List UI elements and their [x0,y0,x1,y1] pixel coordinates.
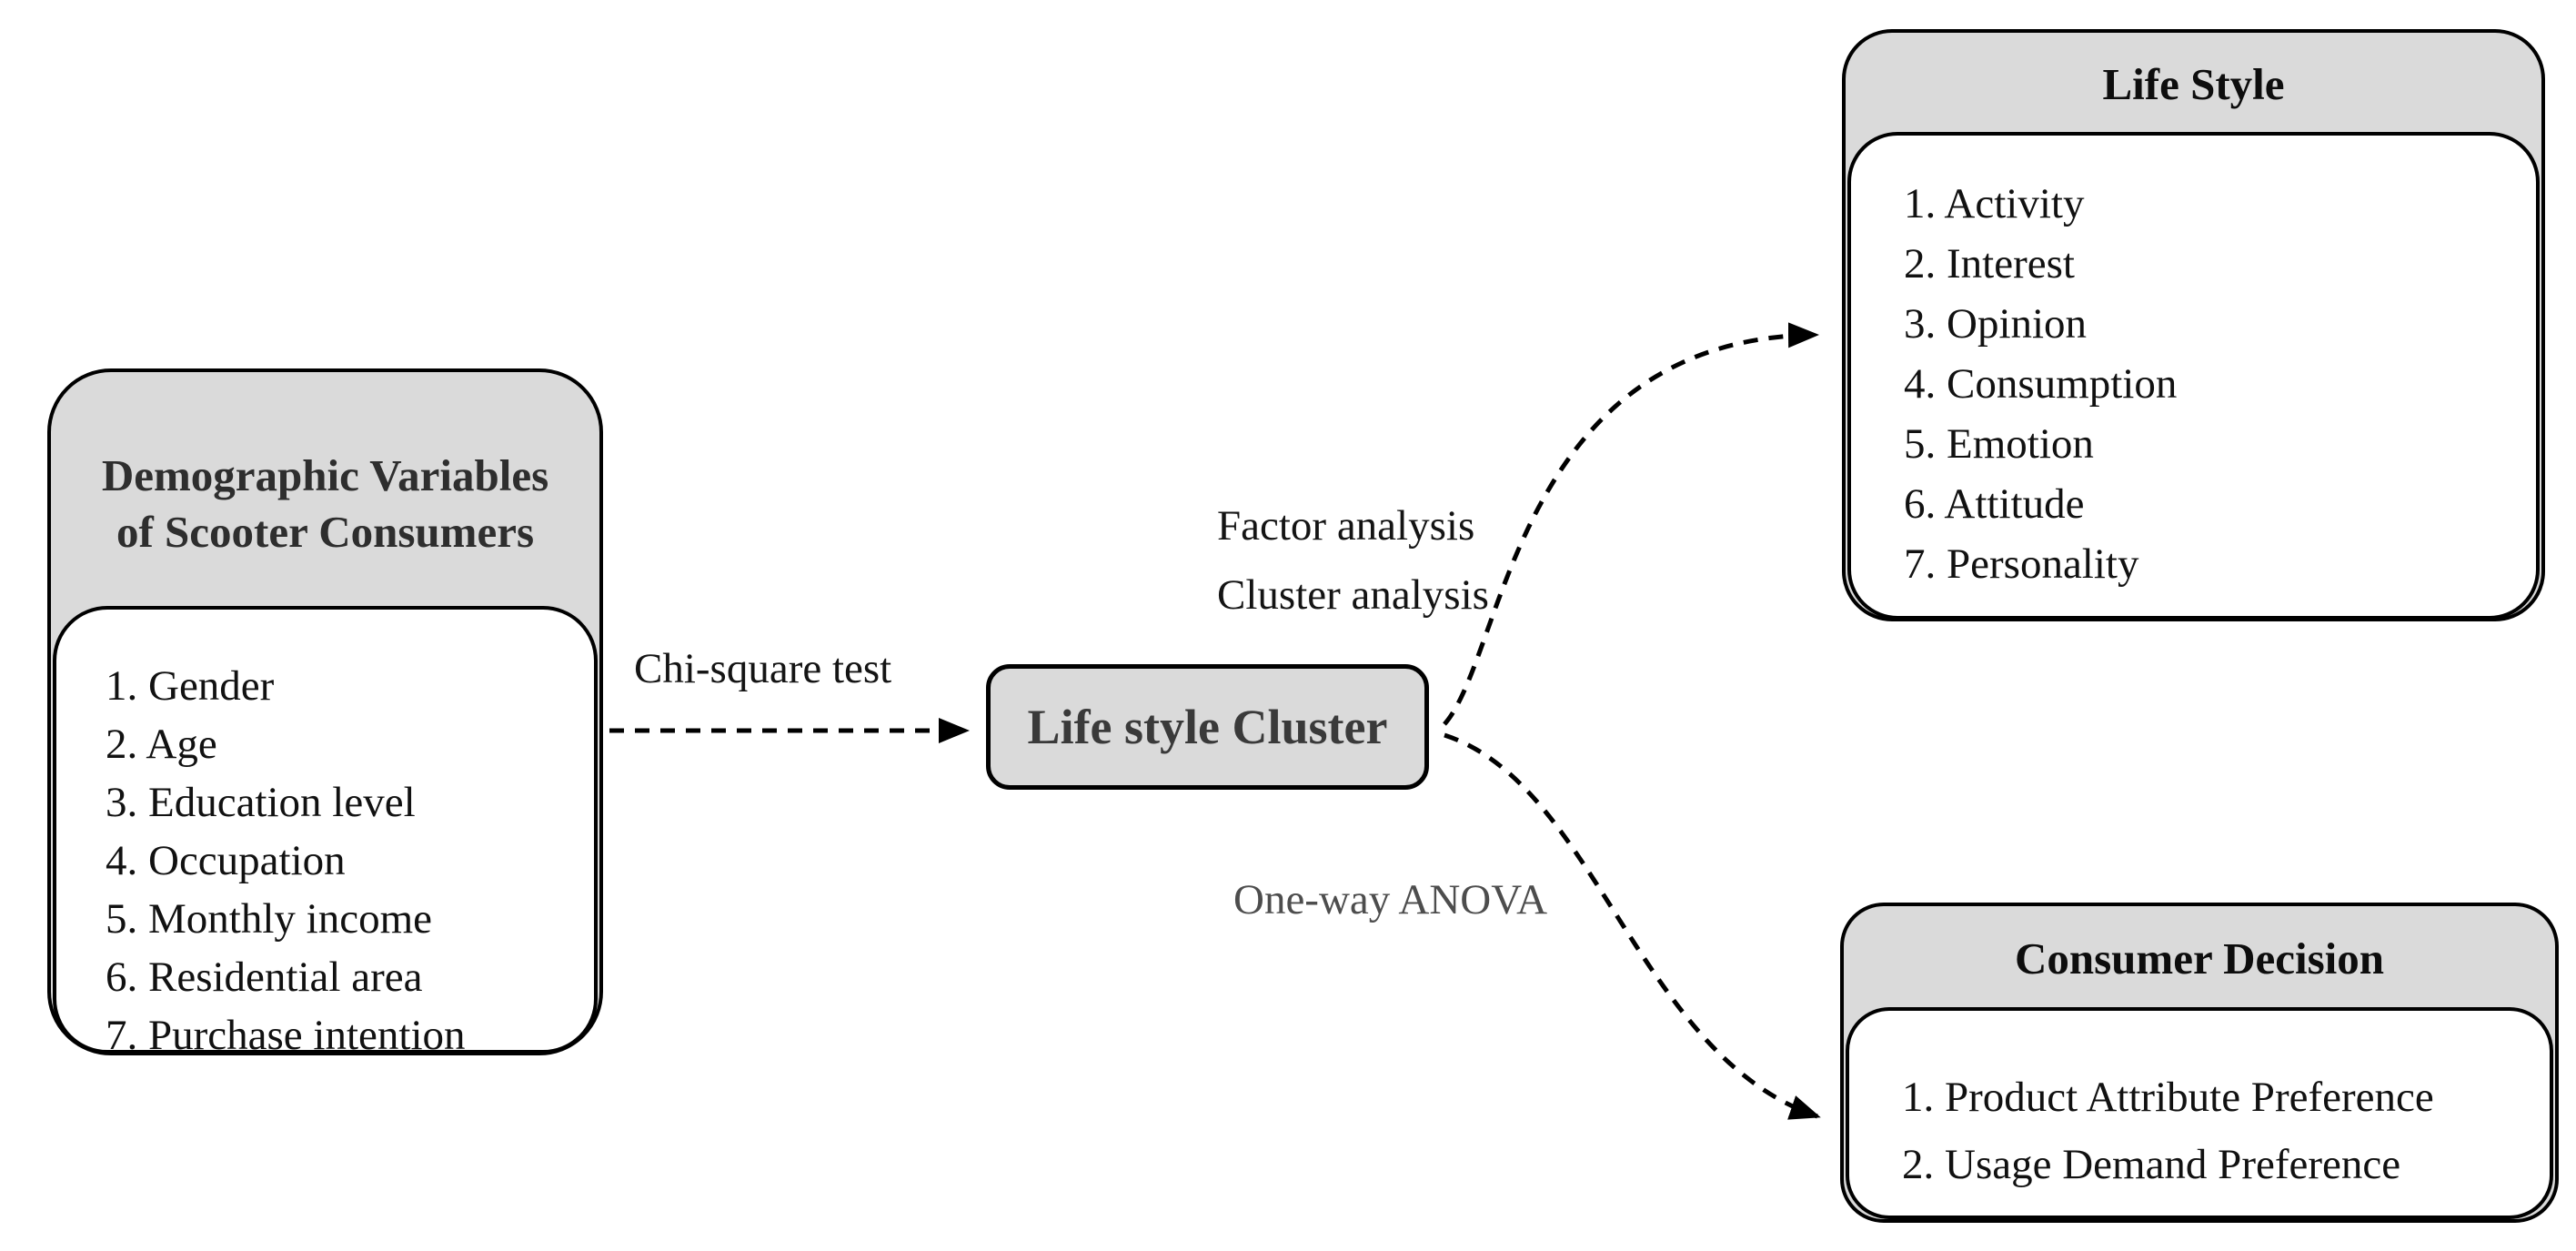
demographic-variables-box: Demographic Variables of Scooter Consume… [47,368,603,1059]
demographic-box-title: Demographic Variables of Scooter Consume… [51,399,599,609]
list-item: 1. Gender [106,662,275,710]
consumer-decision-box-title: Consumer Decision [1844,906,2555,1011]
demographic-title-line1: Demographic Variables [101,450,549,500]
one-way-anova-label: One-way ANOVA [1233,876,1548,923]
factor-analysis-label: Factor analysis [1217,502,1475,550]
list-item: 5. Monthly income [106,895,432,943]
list-item: 2. Usage Demand Preference [1902,1141,2401,1188]
list-item: 2. Interest [1904,240,2075,288]
demographic-item-list: 1. Gender 2. Age 3. Education level 4. O… [56,610,594,1064]
chi-square-test-label: Chi-square test [634,645,892,692]
list-item: 1. Product Attribute Preference [1902,1074,2434,1121]
life-style-box-title: Life Style [1846,33,2541,136]
cluster-analysis-label: Cluster analysis [1217,571,1489,619]
list-item: 4. Occupation [106,837,346,884]
list-item: 4. Consumption [1904,360,2178,408]
life-style-box-body: 1. Activity 2. Interest 3. Opinion 4. Co… [1847,132,2540,620]
consumer-decision-item-list: 1. Product Attribute Preference 2. Usage… [1849,1011,2550,1198]
list-item: 7. Personality [1904,540,2139,588]
list-item: 6. Residential area [106,953,423,1001]
consumer-decision-box-body: 1. Product Attribute Preference 2. Usage… [1846,1007,2553,1219]
list-item: 2. Age [106,721,217,768]
demographic-box-body: 1. Gender 2. Age 3. Education level 4. O… [53,606,598,1059]
consumer-decision-box: Consumer Decision 1. Product Attribute P… [1840,903,2559,1223]
list-item: 3. Education level [106,779,416,826]
demographic-title-line2: of Scooter Consumers [116,507,535,557]
list-item: 5. Emotion [1904,420,2094,468]
life-style-cluster-box: Life style Cluster [986,664,1429,790]
consumer-decision-title-text: Consumer Decision [2014,933,2385,984]
list-item: 7. Purchase intention [106,1012,466,1059]
life-style-title-text: Life Style [2102,59,2285,109]
list-item: 1. Activity [1904,180,2085,227]
life-style-box: Life Style 1. Activity 2. Interest 3. Op… [1842,29,2545,621]
one-way-anova-arrow [1444,732,1821,1120]
life-style-cluster-label: Life style Cluster [1027,700,1388,754]
list-item: 6. Attitude [1904,480,2085,528]
life-style-item-list: 1. Activity 2. Interest 3. Opinion 4. Co… [1851,136,2536,594]
analysis-method-labels: Factor analysis Cluster analysis [1217,491,1489,630]
list-item: 3. Opinion [1904,300,2088,348]
factor-cluster-analysis-arrow [1443,322,1819,726]
